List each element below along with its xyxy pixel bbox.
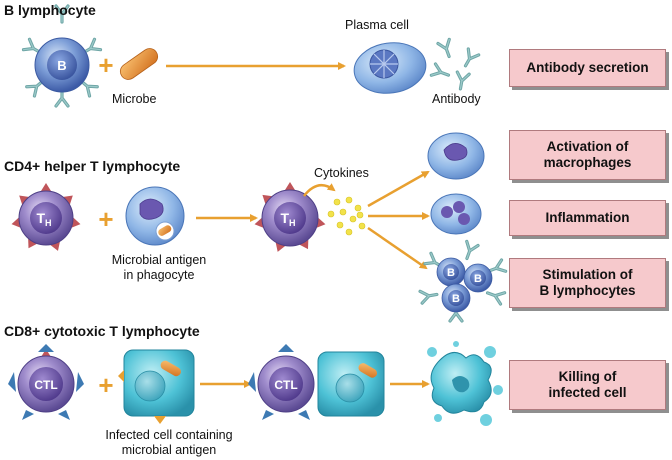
outcome-label-line-2: macrophages [543, 155, 632, 170]
cd4-header: CD4+ helper T lymphocyte [4, 158, 181, 174]
ctl-cell-left: CTL [8, 344, 84, 420]
outcome-arrows [196, 170, 430, 388]
outcome-label-line-1: Killing of [558, 369, 617, 384]
b-lymphocyte-header: B lymphocyte [4, 2, 96, 18]
plus-sign: + [98, 50, 113, 80]
outcome-label: Inflammation [545, 210, 630, 225]
infected-cell-label: Infected cell containing microbial antig… [84, 428, 254, 458]
cytokines-label: Cytokines [314, 166, 369, 180]
plus-sign: + [98, 370, 113, 400]
th-letter: T [280, 210, 289, 226]
microbial-antigen-label: Microbial antigen in phagocyte [104, 253, 214, 283]
outcome-label: Antibody secretion [526, 60, 649, 75]
infected-line-1: Infected cell containing [105, 428, 233, 442]
outcome-label-line-2: B lymphocytes [539, 283, 636, 298]
th-cell-left: TH [10, 183, 82, 253]
plus-sign: + [98, 204, 113, 234]
outcome-label-line-1: Activation of [546, 139, 629, 154]
plasma-cell-label: Plasma cell [345, 18, 409, 32]
b-cell-letter: B [474, 273, 482, 285]
cd8-header: CD8+ cytotoxic T lymphocyte [4, 323, 200, 339]
activated-macrophage-icon [427, 132, 485, 180]
b-lymphocyte-cell: B [21, 4, 103, 108]
killed-cell-icon [427, 341, 503, 426]
ctl-letter: CTL [274, 378, 297, 392]
antigen-line-1: Microbial antigen [111, 253, 207, 267]
infected-cell-icon [118, 349, 195, 424]
antibody-icons [429, 37, 481, 92]
antibody-label: Antibody [432, 92, 481, 106]
b-cell-letter: B [452, 293, 460, 305]
cytokine-dots [327, 196, 366, 236]
th-cell-right: TH [253, 182, 336, 254]
th-subscript: H [289, 218, 296, 228]
b-cell-cluster: B B B [418, 239, 508, 323]
antigen-line-2: in phagocyte [123, 268, 195, 282]
target-cell-icon [317, 351, 385, 417]
phagocyte-icon [125, 186, 185, 246]
svg-text:TH: TH [36, 210, 51, 228]
microbe-icon [119, 48, 159, 80]
inflammation-cell-icon [430, 193, 482, 235]
ctl-cell-right: CTL [248, 344, 315, 420]
outcome-antibody-secretion: Antibody secretion [509, 49, 666, 87]
th-letter: T [36, 210, 45, 226]
outcome-label-line-1: Stimulation of [542, 267, 633, 282]
b-cell-letter: B [447, 267, 455, 279]
plasma-cell-icon [353, 42, 427, 94]
outcome-activation-macrophages: Activation of macrophages [509, 130, 666, 180]
svg-text:TH: TH [280, 210, 295, 228]
microbe-label: Microbe [112, 92, 157, 106]
infected-line-2: microbial antigen [121, 443, 217, 457]
outcome-stimulation-b-lymphocytes: Stimulation of B lymphocytes [509, 258, 666, 308]
outcome-inflammation: Inflammation [509, 200, 666, 236]
th-subscript: H [45, 218, 52, 228]
b-cell-letter: B [57, 58, 66, 73]
outcome-label-line-2: infected cell [548, 385, 627, 400]
ctl-letter: CTL [34, 378, 57, 392]
outcome-killing-infected-cell: Killing of infected cell [509, 360, 666, 410]
